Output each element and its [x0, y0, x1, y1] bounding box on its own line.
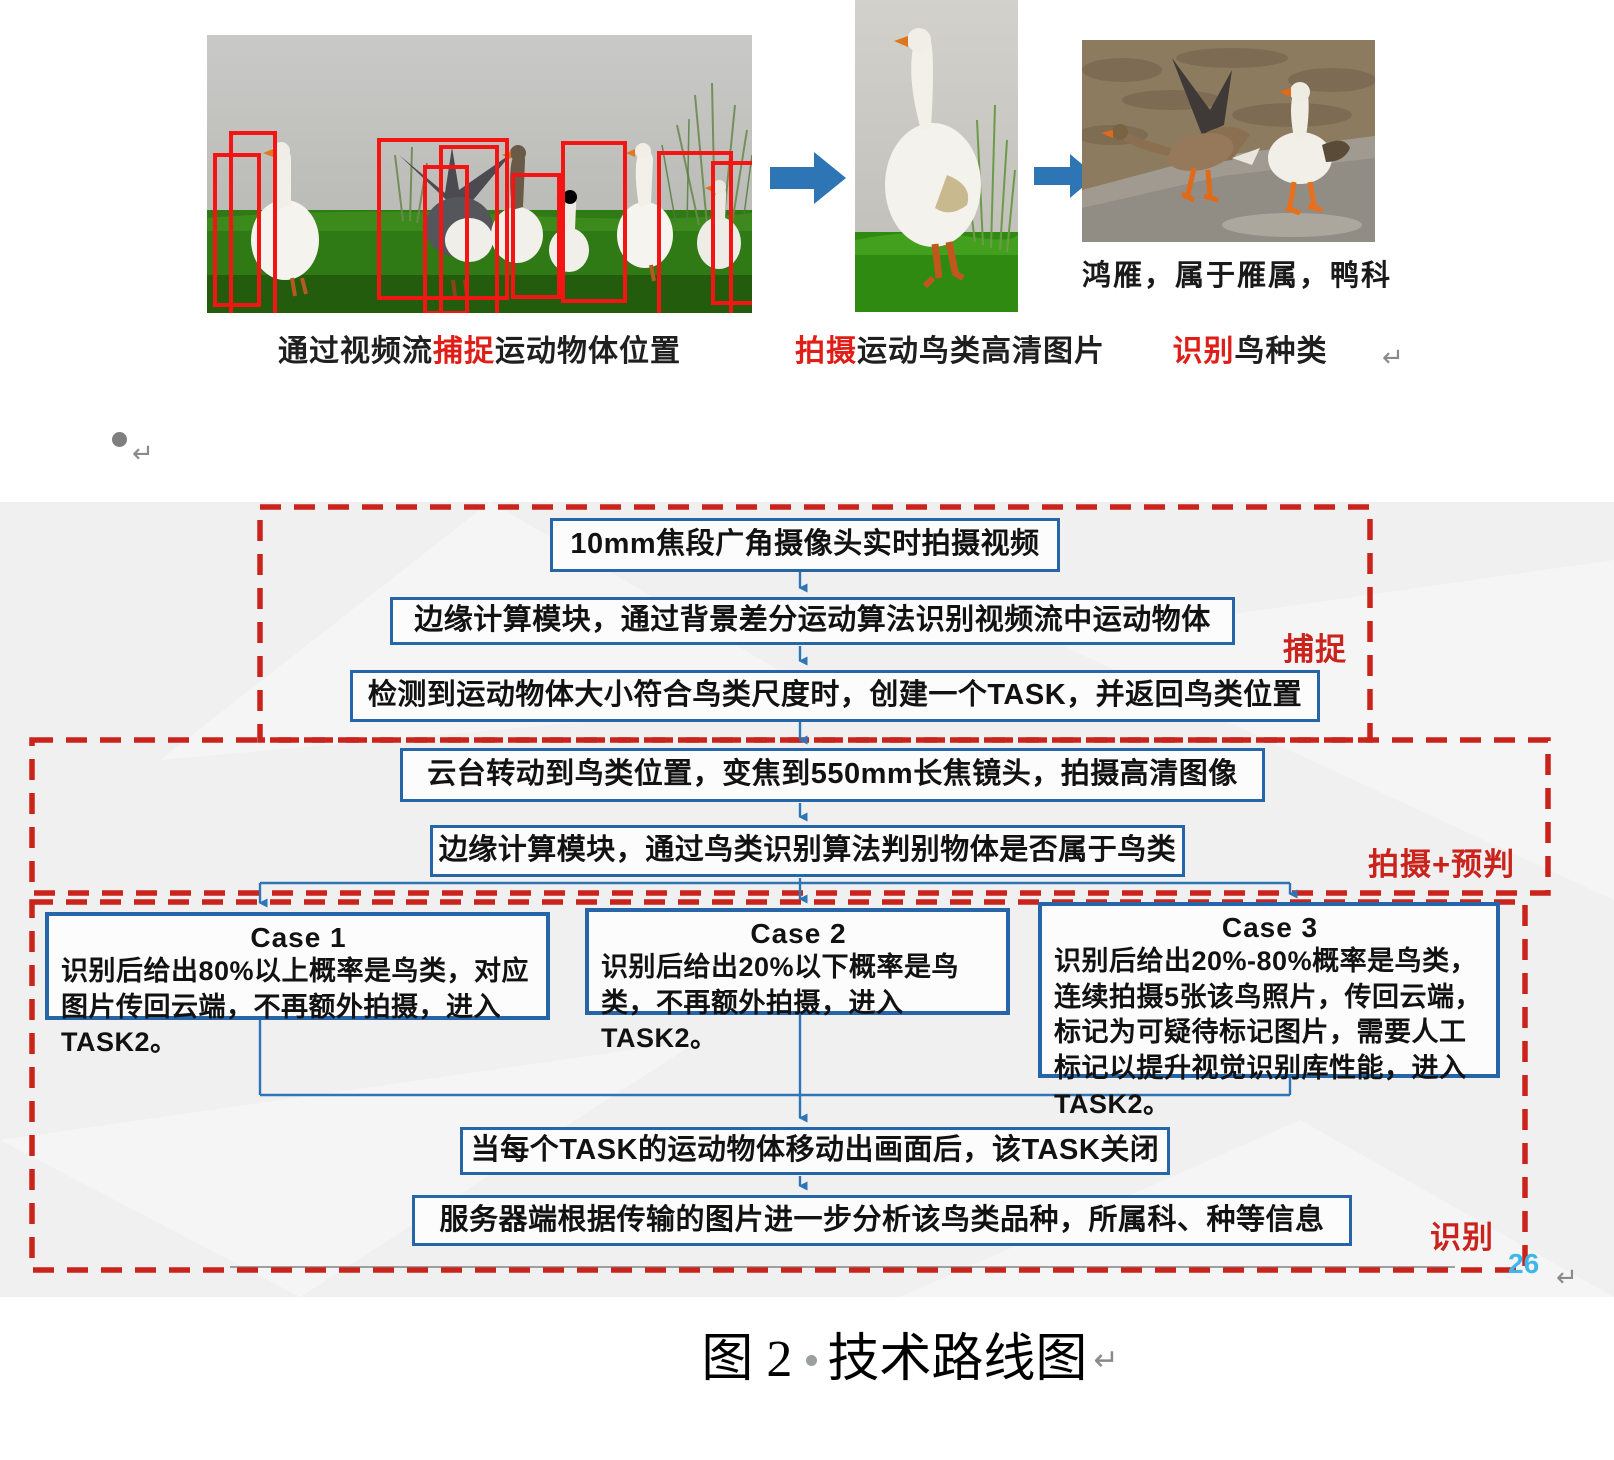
- case1-body: 识别后给出80%以上概率是鸟类，对应图片传回云端，不再额外拍摄，进入TASK2。: [61, 956, 530, 1058]
- list-bullet: [112, 432, 127, 447]
- case2-body: 识别后给出20%以下概率是鸟类，不再额外拍摄，进入TASK2。: [601, 952, 960, 1054]
- caption2-post: 运动鸟类高清图片: [857, 335, 1105, 368]
- figure-caption: 图 2 技术路线图 ↵: [480, 1316, 1340, 1391]
- flow-case2: Case 2 识别后给出20%以下概率是鸟类，不再额外拍摄，进入TASK2。: [585, 908, 1010, 1053]
- case2-title: Case 2: [750, 918, 847, 949]
- figure-caption-label: 图 2: [701, 1331, 793, 1388]
- photo1-caption: 通过视频流捕捉运动物体位置: [207, 326, 752, 370]
- stage-label-recognize: 识别: [1430, 1220, 1494, 1255]
- species-result-label: 鸿雁，属于雁属，鸭科: [1082, 260, 1393, 292]
- flow-step-task-close: 当每个TASK的运动物体移动出画面后，该TASK关闭: [460, 1127, 1170, 1175]
- flow-step-bird-judge-label: 边缘计算模块，通过鸟类识别算法判别物体是否属于鸟类: [438, 834, 1177, 867]
- flow-step-gimbal-zoom-label: 云台转动到鸟类位置，变焦到550mm长焦镜头，拍摄高清图像: [427, 758, 1238, 791]
- slide-page-number: 26: [1508, 1248, 1540, 1279]
- flow-step-bird-judge: 边缘计算模块，通过鸟类识别算法判别物体是否属于鸟类: [430, 825, 1185, 877]
- flow-step-server-analyze: 服务器端根据传输的图片进一步分析该鸟类品种，所属科、种等信息: [412, 1195, 1352, 1246]
- photo-goose-closeup: [855, 0, 1018, 312]
- flow-step-gimbal-zoom: 云台转动到鸟类位置，变焦到550mm长焦镜头，拍摄高清图像: [400, 748, 1265, 802]
- stage-label-capture: 捕捉: [1283, 632, 1347, 667]
- paragraph-mark: ↵: [1093, 1344, 1119, 1377]
- caption2-highlight: 拍摄: [795, 335, 857, 368]
- photo-geese-detection: [207, 35, 752, 313]
- case3-body: 识别后给出20%-80%概率是鸟类，连续拍摄5张该鸟照片，传回云端，标记为可疑待…: [1054, 946, 1483, 1119]
- caption3-post: 鸟种类: [1234, 335, 1328, 368]
- caption1-post: 运动物体位置: [495, 335, 681, 368]
- right-arrow-icon: [770, 150, 846, 211]
- stage-label-shoot-predict: 拍摄+预判: [1368, 847, 1516, 882]
- flow-step-task-close-label: 当每个TASK的运动物体移动出画面后，该TASK关闭: [470, 1134, 1160, 1167]
- flow-step-edge-motion-label: 边缘计算模块，通过背景差分运动算法识别视频流中运动物体: [414, 604, 1211, 637]
- figure-caption-title: 技术路线图: [827, 1331, 1088, 1388]
- photo3-caption: 识别鸟种类: [1155, 326, 1345, 370]
- caption1-highlight: 捕捉: [433, 335, 495, 368]
- photo2-caption: 拍摄运动鸟类高清图片: [795, 326, 1104, 370]
- case3-title: Case 3: [1221, 912, 1319, 943]
- flow-step-create-task-label: 检测到运动物体大小符合鸟类尺度时，创建一个TASK，并返回鸟类位置: [367, 679, 1303, 712]
- caption3-highlight: 识别: [1172, 335, 1235, 368]
- flow-step-server-analyze-label: 服务器端根据传输的图片进一步分析该鸟类品种，所属科、种等信息: [439, 1203, 1325, 1236]
- paragraph-mark: ↵: [132, 438, 154, 468]
- photo-identified-birds: [1082, 40, 1375, 242]
- flow-step-create-task: 检测到运动物体大小符合鸟类尺度时，创建一个TASK，并返回鸟类位置: [350, 670, 1320, 722]
- paragraph-mark: ↵: [1382, 342, 1404, 372]
- case1-title: Case 1: [250, 922, 347, 953]
- flow-step-edge-motion: 边缘计算模块，通过背景差分运动算法识别视频流中运动物体: [390, 597, 1235, 645]
- right-arrow-icon: [1034, 152, 1096, 205]
- flow-step-camera: 10mm焦段广角摄像头实时拍摄视频: [550, 518, 1060, 572]
- flow-step-camera-label: 10mm焦段广角摄像头实时拍摄视频: [570, 528, 1040, 561]
- flow-case1: Case 1 识别后给出80%以上概率是鸟类，对应图片传回云端，不再额外拍摄，进…: [45, 912, 550, 1057]
- caption1-pre: 通过视频流: [278, 335, 433, 368]
- paragraph-mark: ↵: [1556, 1262, 1578, 1292]
- flow-case3: Case 3 识别后给出20%-80%概率是鸟类，连续拍摄5张该鸟照片，传回云端…: [1038, 902, 1500, 1119]
- caption-separator-dot: [806, 1355, 818, 1366]
